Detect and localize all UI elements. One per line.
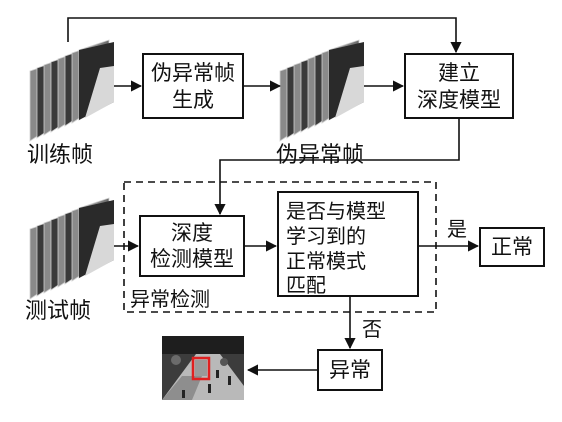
training-frames-image: [29, 39, 114, 142]
frame-scene: [335, 66, 364, 118]
pseudo-anomaly-frames-label: 伪异常帧: [276, 143, 364, 168]
pattern-match-decision-box: 是否与模型 学习到的 正常模式 匹配: [277, 191, 419, 297]
build-deep-model-box: 建立 深度模型: [404, 53, 514, 119]
svg-text:匹配: 匹配: [286, 273, 326, 297]
frame-scene: [85, 66, 114, 118]
detected-anomaly-scene-image: [162, 336, 244, 400]
anomaly-detection-region-label: 异常检测: [130, 287, 210, 311]
normal-output-box: 正常: [479, 227, 545, 267]
svg-text:伪异常帧: 伪异常帧: [151, 61, 235, 85]
frame-scene: [85, 224, 114, 276]
svg-text:正常模式: 正常模式: [286, 249, 366, 273]
yes-label: 是: [447, 217, 467, 241]
anomaly-bounding-box: [191, 356, 211, 381]
pseudo-anomaly-generation-box: 伪异常帧 生成: [142, 53, 244, 119]
svg-text:正常: 正常: [491, 235, 533, 259]
anomaly-detection-region: [123, 181, 437, 313]
svg-text:学习到的: 学习到的: [286, 224, 366, 248]
pseudo-anomaly-frames-image: [279, 39, 364, 142]
abnormal-output-box: 异常: [317, 349, 383, 391]
no-label: 否: [362, 317, 382, 341]
arrow-train-to-build-model: [67, 17, 462, 54]
svg-text:异常: 异常: [329, 358, 371, 382]
svg-text:建立: 建立: [438, 61, 480, 85]
svg-text:检测模型: 检测模型: [150, 247, 234, 271]
svg-text:深度模型: 深度模型: [417, 88, 501, 112]
deep-detection-model-box: 深度 检测模型: [139, 215, 245, 277]
svg-text:是否与模型: 是否与模型: [286, 199, 386, 223]
test-frames-label: 测试帧: [25, 299, 91, 324]
test-frames-image: [29, 197, 114, 300]
svg-text:深度: 深度: [171, 221, 213, 245]
arrow-build-model-to-detection-model: [214, 118, 460, 216]
svg-text:生成: 生成: [172, 88, 214, 112]
training-frames-label: 训练帧: [27, 143, 93, 168]
